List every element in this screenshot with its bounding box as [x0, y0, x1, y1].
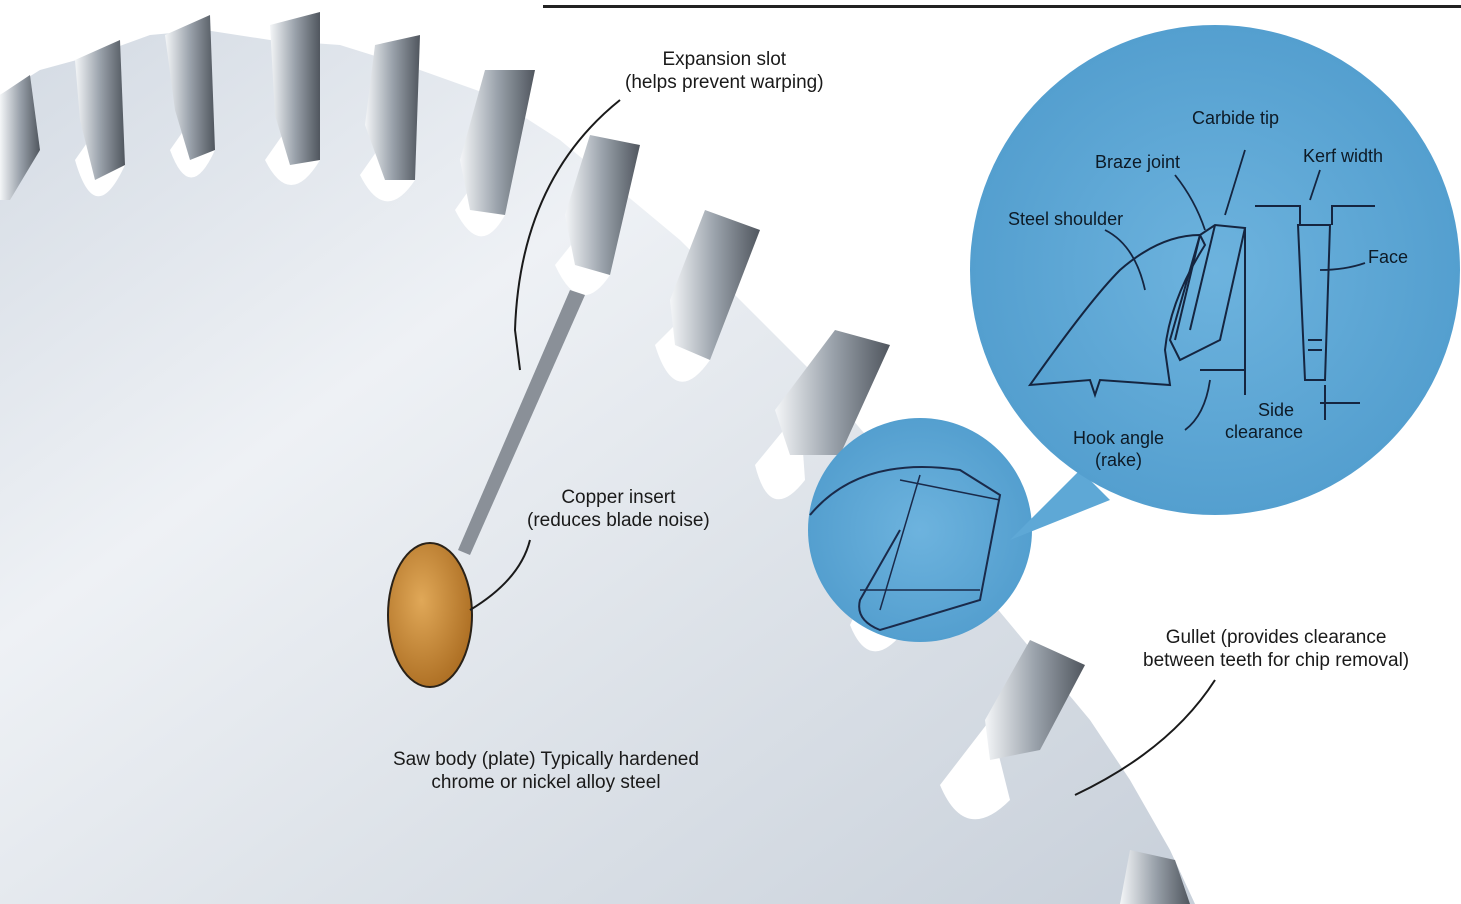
copper-insert-label: Copper insert (reduces blade noise)	[527, 486, 710, 532]
face-label: Face	[1368, 246, 1408, 268]
copper-insert-line-2: (reduces blade noise)	[527, 509, 710, 532]
gullet-label: Gullet (provides clearance between teeth…	[1143, 626, 1409, 672]
hook-angle-label: Hook angle (rake)	[1073, 427, 1164, 471]
detail-bubble	[970, 25, 1460, 515]
hook-angle-line-1: Hook angle	[1073, 427, 1164, 449]
copper-insert	[388, 543, 472, 687]
side-clearance-line-1: Side	[1225, 399, 1303, 421]
gullet-line-1: Gullet (provides clearance	[1143, 626, 1409, 649]
saw-body-label: Saw body (plate) Typically hardened chro…	[393, 748, 699, 794]
copper-insert-line-1: Copper insert	[527, 486, 710, 509]
hook-angle-line-2: (rake)	[1073, 449, 1164, 471]
saw-body-line-1: Saw body (plate) Typically hardened	[393, 748, 699, 771]
steel-shoulder-label: Steel shoulder	[1008, 208, 1123, 230]
kerf-width-label: Kerf width	[1303, 145, 1383, 167]
side-clearance-label: Side clearance	[1225, 399, 1303, 443]
side-clearance-line-2: clearance	[1225, 421, 1303, 443]
saw-body-line-2: chrome or nickel alloy steel	[393, 771, 699, 794]
carbide-tip-label: Carbide tip	[1192, 107, 1279, 129]
expansion-slot-line-1: Expansion slot	[625, 48, 824, 71]
gullet-line-2: between teeth for chip removal)	[1143, 649, 1409, 672]
expansion-slot-label: Expansion slot (helps prevent warping)	[625, 48, 824, 94]
expansion-slot-line-2: (helps prevent warping)	[625, 71, 824, 94]
braze-joint-label: Braze joint	[1095, 151, 1180, 173]
zoom-bubble-small	[808, 418, 1032, 642]
